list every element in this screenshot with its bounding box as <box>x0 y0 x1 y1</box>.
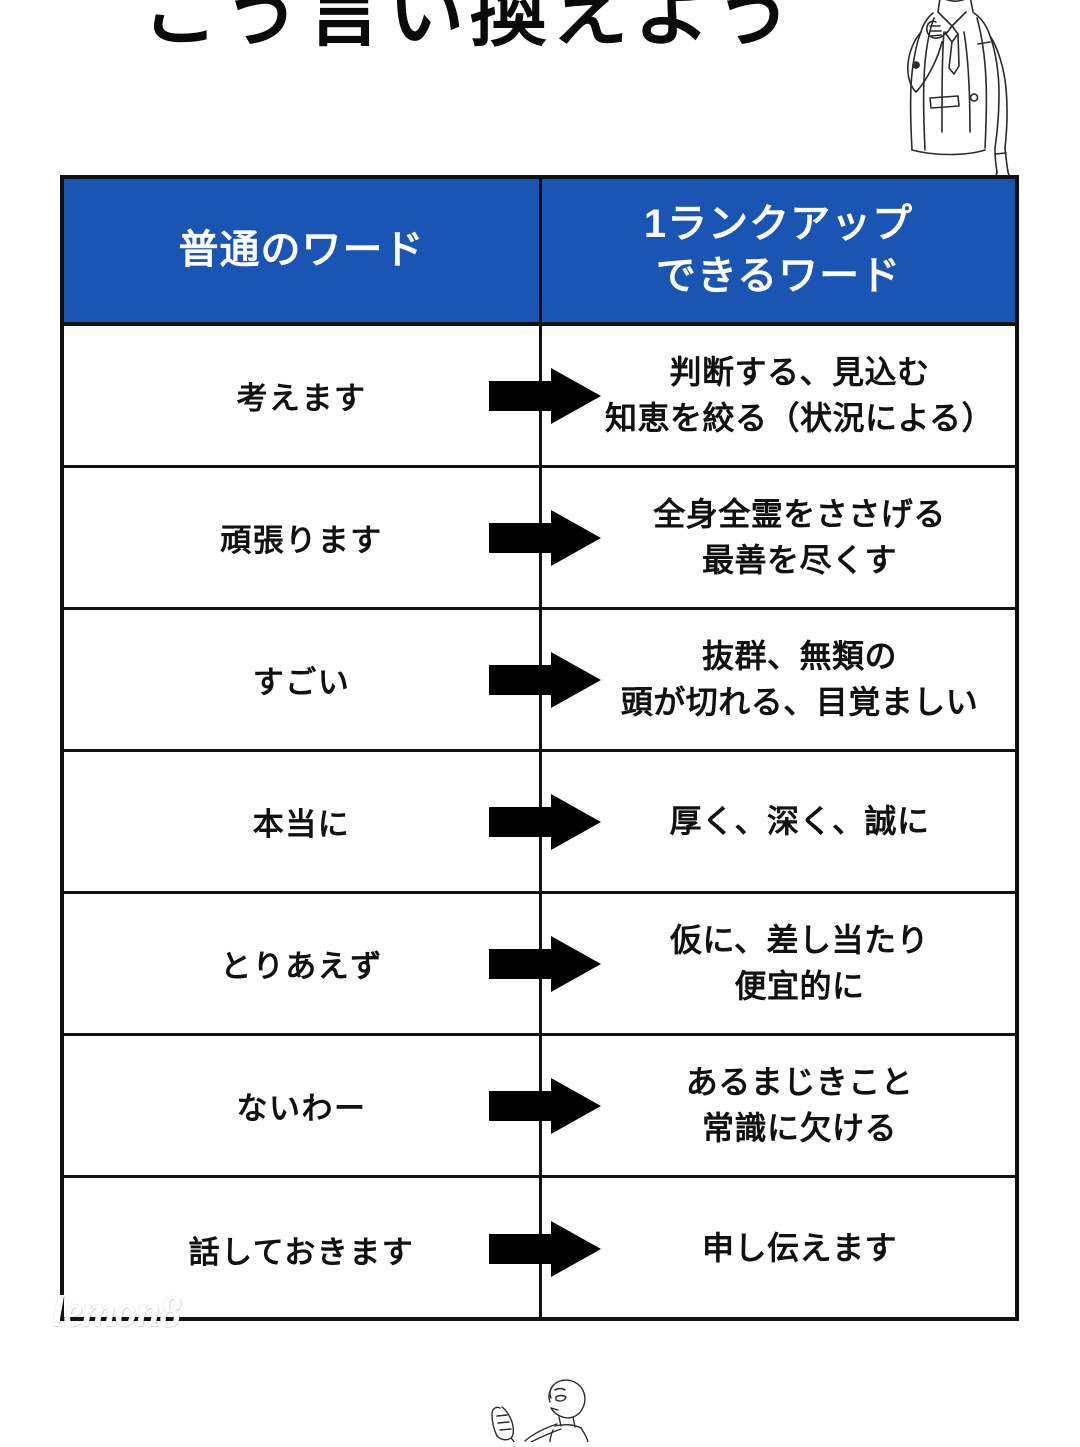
upgraded-word-cell: 判断する、見込む 知恵を絞る（状況による） <box>542 326 1015 465</box>
table-row: 考えます 判断する、見込む 知恵を絞る（状況による） <box>64 326 1015 468</box>
upgraded-word-text: 抜群、無類の 頭が切れる、目覚ましい <box>620 638 979 720</box>
table-row: 本当に 厚く、深く、誠に <box>64 752 1015 894</box>
upgraded-word-cell: 仮に、差し当たり 便宜的に <box>542 894 1015 1033</box>
upgraded-word-text: 申し伝えます <box>701 1230 897 1267</box>
lemon8-watermark: lemon8 <box>52 1287 181 1336</box>
upgraded-word-cell: 全身全霊をささげる 最善を尽くす <box>542 468 1015 607</box>
plain-word-text: 頑張ります <box>220 523 383 558</box>
plain-word-text: 話しておきます <box>188 1234 415 1270</box>
title-area: こう言い換えよう <box>0 0 1080 74</box>
plain-word-cell: すごい <box>64 610 542 749</box>
plain-word-text: ないわー <box>236 1091 367 1126</box>
table-row: ないわー あるまじきこと 常識に欠ける <box>64 1036 1015 1178</box>
plain-word-cell: ないわー <box>64 1036 542 1175</box>
upgraded-word-text: 判断する、見込む 知恵を絞る（状況による） <box>604 354 995 436</box>
plain-word-text: すごい <box>252 665 351 700</box>
upgraded-word-text: あるまじきこと 常識に欠ける <box>685 1064 914 1146</box>
column-header-upgraded-word: 1ランクアップ できるワード <box>542 179 1015 322</box>
upgraded-word-cell: 申し伝えます <box>542 1178 1015 1320</box>
page-title: こう言い換えよう <box>142 0 798 56</box>
plain-word-text: とりあえず <box>220 949 383 984</box>
table-row: とりあえず 仮に、差し当たり 便宜的に <box>64 894 1015 1036</box>
upgraded-word-cell: 抜群、無類の 頭が切れる、目覚ましい <box>542 610 1015 749</box>
table-row: 話しておきます 申し伝えます <box>64 1178 1015 1320</box>
upgraded-word-cell: あるまじきこと 常識に欠ける <box>542 1036 1015 1175</box>
column-header-plain-word: 普通のワード <box>64 179 542 322</box>
column-header-upgraded-word-label: 1ランクアップ できるワード <box>643 202 914 298</box>
table-row: すごい 抜群、無類の 頭が切れる、目覚ましい <box>64 610 1015 752</box>
upgraded-word-text: 仮に、差し当たり 便宜的に <box>669 922 930 1004</box>
upgraded-word-text: 全身全霊をささげる 最善を尽くす <box>653 496 946 578</box>
column-header-plain-word-label: 普通のワード <box>178 227 425 272</box>
businessman-adjusting-tie-illustration <box>878 0 1038 187</box>
plain-word-cell: 考えます <box>64 326 542 465</box>
upgraded-word-cell: 厚く、深く、誠に <box>542 752 1015 891</box>
word-comparison-table: 普通のワード 1ランクアップ できるワード 考えます 判断する、見込む 知恵を絞… <box>60 175 1019 1321</box>
plain-word-cell: 本当に <box>64 752 542 891</box>
plain-word-text: 本当に <box>252 807 351 842</box>
table-row: 頑張ります 全身全霊をささげる 最善を尽くす <box>64 468 1015 610</box>
upgraded-word-text: 厚く、深く、誠に <box>669 802 930 839</box>
table-header-row: 普通のワード 1ランクアップ できるワード <box>64 179 1015 326</box>
plain-word-cell: とりあえず <box>64 894 542 1033</box>
plain-word-text: 考えます <box>236 381 367 416</box>
plain-word-cell: 頑張ります <box>64 468 542 607</box>
person-line-art-illustration <box>455 1372 635 1443</box>
